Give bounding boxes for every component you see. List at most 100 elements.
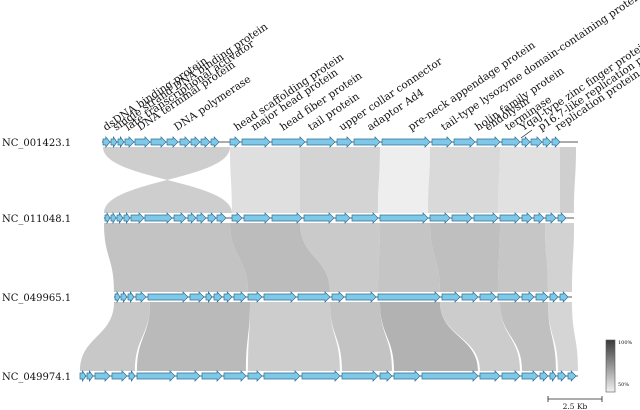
gene-arrow [501, 370, 521, 382]
gene-arrow [393, 370, 421, 382]
gene-arrow [377, 291, 441, 303]
gene-arrow [123, 211, 131, 225]
similarity-band [380, 302, 478, 371]
gene-arrow [247, 291, 263, 303]
similarity-band [248, 302, 340, 371]
gene-arrow [104, 211, 111, 225]
gene-arrow [233, 291, 247, 303]
gene-arrow [521, 370, 539, 382]
gene-arrow [453, 136, 476, 148]
gene-arrow [179, 136, 191, 148]
gene-arrow [542, 136, 552, 148]
gene-arrow [189, 291, 205, 303]
gene-arrow [379, 370, 393, 382]
gene-arrow [353, 136, 381, 148]
similarity-band [80, 302, 150, 371]
gene-arrow [335, 212, 351, 224]
scale-bar: 2.5 Kb [547, 396, 603, 410]
similarity-band [378, 223, 440, 292]
similarity-band [137, 302, 250, 371]
gene-arrow [479, 291, 497, 303]
gene-arrow [431, 136, 453, 148]
gene-arrow [297, 291, 331, 303]
gene-arrow [461, 291, 479, 303]
genome-label: NC_001423.1 [2, 138, 71, 149]
similarity-band [428, 147, 500, 213]
gene-arrow [147, 291, 189, 303]
gene-arrow [127, 290, 135, 304]
inverted-similarity-band [103, 147, 232, 213]
gene-arrow [551, 136, 561, 148]
gene-arrow [271, 212, 303, 224]
gene-arrow [421, 370, 479, 382]
gene-arrow [190, 136, 201, 148]
gene-arrow [136, 370, 176, 382]
gene-arrow [110, 135, 118, 149]
gene-arrow [187, 212, 197, 224]
genome-label: NC_011048.1 [2, 214, 71, 225]
gene-arrow [545, 212, 557, 224]
similarity-band [498, 147, 560, 213]
genome-label: NC_049974.1 [2, 372, 71, 383]
gene-arrow [176, 370, 201, 382]
gene-arrow [241, 136, 271, 148]
gene-arrow [102, 136, 111, 148]
gene-arrow [114, 290, 121, 304]
gene-arrow [271, 136, 306, 148]
similarity-band [104, 223, 248, 292]
gene-arrow [381, 136, 431, 148]
similarity-band [548, 302, 578, 371]
gene-arrow [429, 212, 451, 224]
similarity-band [430, 223, 500, 292]
gene-arrow [301, 370, 341, 382]
gene-arrow [213, 291, 223, 303]
gene-arrow [303, 212, 335, 224]
gene-arrow [116, 211, 124, 225]
similarity-band [230, 147, 300, 213]
gene-arrow [557, 370, 567, 382]
similarity-band [500, 302, 556, 371]
gene-arrow [196, 212, 207, 224]
gene-arrow [135, 291, 147, 303]
gene-arrow [567, 370, 577, 382]
gene-arrow [130, 212, 145, 224]
gene-arrow [535, 291, 549, 303]
gene-arrows [79, 135, 577, 383]
gene-arrow [207, 212, 217, 224]
gene-arrow [521, 136, 531, 148]
gene-arrow [533, 212, 545, 224]
gene-arrow [263, 291, 297, 303]
gene-arrow [200, 136, 211, 148]
similarity-band [498, 223, 548, 292]
gene-arrow [117, 135, 125, 149]
gene-arrow [134, 136, 151, 148]
gene-arrow [86, 369, 94, 383]
gene-arrow [473, 212, 499, 224]
gene-arrow [223, 291, 233, 303]
gene-arrow [521, 291, 535, 303]
genome-label: NC_049965.1 [2, 293, 71, 304]
gene-arrow [476, 136, 501, 148]
gene-arrow [549, 291, 559, 303]
similarity-band [545, 223, 574, 292]
gene-arrow [144, 212, 173, 224]
gene-arrow [247, 370, 263, 382]
similarity-band [378, 147, 430, 213]
gene-arrow [530, 136, 543, 148]
gene-arrow [128, 369, 136, 383]
gene-arrow [501, 136, 521, 148]
gene-arrow [331, 291, 345, 303]
gene-arrow [539, 370, 549, 382]
gene-arrow [243, 212, 271, 224]
gene-arrow [557, 212, 567, 224]
gene-arrow [351, 212, 379, 224]
gene-arrow [201, 370, 223, 382]
genome-labels: NC_001423.1NC_011048.1NC_049965.1NC_0499… [2, 138, 71, 383]
gene-arrow [229, 136, 241, 148]
scale-bar-label: 2.5 Kb [563, 402, 588, 410]
gene-arrow [345, 291, 377, 303]
identity-max-label: 100% [618, 340, 633, 346]
gene-arrow [79, 369, 87, 383]
gene-arrow [341, 370, 379, 382]
similarity-band [330, 302, 392, 371]
